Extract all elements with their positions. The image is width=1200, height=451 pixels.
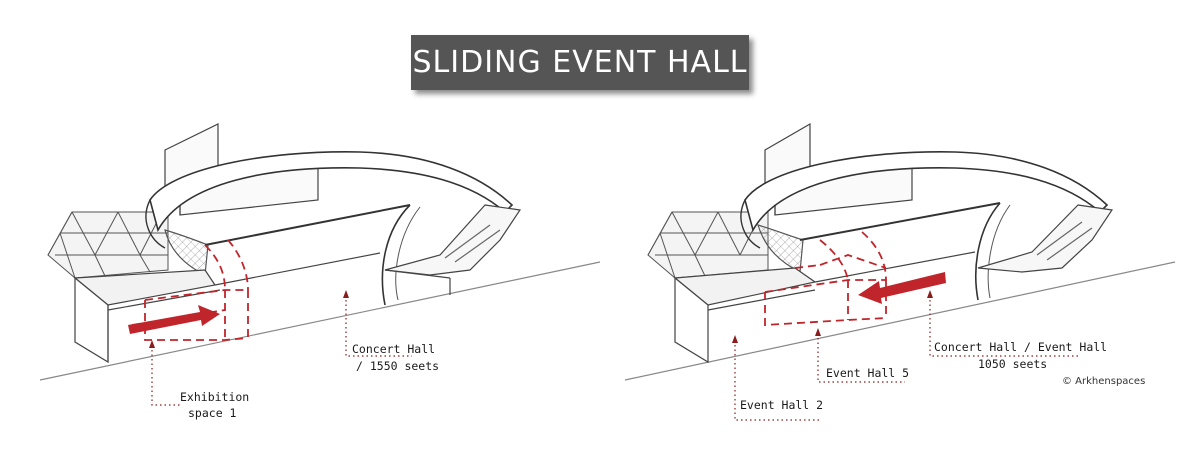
right-building (624, 122, 1176, 381)
label-exhibition-line1: Exhibition (180, 390, 250, 404)
left-leaders (151, 300, 412, 406)
title-banner: SLIDING EVENT HALL (411, 35, 749, 90)
label-concert-hall-line1: Concert Hall (352, 342, 436, 356)
label-concert-event-line1: Concert Hall / Event Hall (934, 340, 1108, 354)
label-exhibition-line2: space 1 (188, 406, 237, 420)
right-glass-facade (647, 211, 769, 279)
label-concert-hall-line2: / 1550 seets (356, 359, 440, 373)
label-concert-event-line2: 1050 seets (978, 357, 1048, 371)
left-ground-line (39, 261, 601, 381)
left-side-wing (384, 204, 522, 276)
left-glass-facade (47, 211, 169, 279)
right-event-zones (764, 231, 887, 326)
left-building (39, 123, 601, 381)
right-leaders (734, 300, 1080, 421)
left-mesh-facade (164, 229, 209, 276)
left-slide-arrow (128, 305, 220, 334)
label-event-hall-5: Event Hall 5 (826, 366, 910, 380)
copyright-credit: © Arkhenspaces (1062, 376, 1146, 387)
label-event-hall-2: Event Hall 2 (740, 398, 824, 412)
right-side-wing (977, 204, 1114, 273)
diagram-title: SLIDING EVENT HALL (412, 45, 748, 80)
right-slide-arrow (858, 272, 946, 304)
right-ground-line (624, 261, 1176, 381)
